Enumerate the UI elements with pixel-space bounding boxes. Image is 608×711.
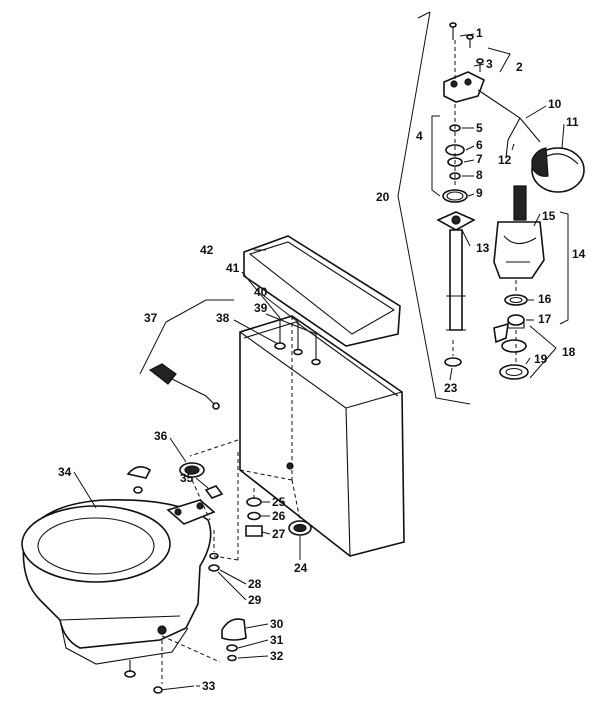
callout-2: 2 [516, 60, 523, 74]
callout-23: 23 [444, 381, 458, 395]
callout-9: 9 [476, 186, 483, 200]
callout-29: 29 [248, 593, 262, 607]
valve-head-part [443, 71, 486, 103]
callout-12: 12 [498, 153, 512, 167]
flush-valve-part [493, 185, 545, 279]
callout-33: 33 [202, 679, 216, 693]
tank-bolt-part [274, 318, 321, 366]
float-ball-part [531, 147, 585, 193]
callout-30: 30 [270, 617, 284, 631]
flapper-part [493, 322, 529, 380]
callout-1: 1 [476, 26, 483, 40]
callout-19: 19 [534, 352, 548, 366]
callout-16: 16 [538, 292, 552, 306]
callout-17: 17 [538, 312, 552, 326]
callout-38: 38 [216, 311, 230, 325]
callout-31: 31 [270, 633, 284, 647]
callout-15: 15 [542, 209, 556, 223]
callout-13: 13 [476, 241, 490, 255]
callout-32: 32 [270, 649, 284, 663]
callout-34: 34 [58, 465, 72, 479]
callout-11: 11 [566, 115, 579, 129]
callout-8: 8 [476, 168, 483, 182]
callout-35: 35 [180, 471, 194, 485]
callout-28: 28 [248, 577, 262, 591]
callout-40: 40 [254, 285, 268, 299]
callout-labels: 1 2 3 4 5 6 7 8 9 10 11 12 13 14 15 16 1… [58, 26, 586, 693]
floor-bolt-part [124, 640, 195, 694]
callout-36: 36 [154, 429, 168, 443]
callout-18: 18 [562, 345, 576, 359]
callout-3: 3 [486, 57, 493, 71]
callout-4: 4 [416, 129, 423, 143]
leader-lines [73, 33, 565, 687]
callout-42: 42 [200, 243, 214, 257]
callout-39: 39 [254, 301, 268, 315]
toilet-bowl-part [21, 499, 216, 665]
callout-25: 25 [272, 495, 286, 509]
fill-valve-assembly-group [397, 11, 585, 405]
fill-valve-body-part [436, 211, 476, 367]
callout-7: 7 [476, 152, 483, 166]
callout-27: 27 [272, 527, 286, 541]
callout-20: 20 [376, 190, 390, 204]
callout-26: 26 [272, 509, 286, 523]
bolt-cap-part [161, 618, 247, 663]
trip-lever-part [139, 299, 234, 410]
callout-5: 5 [476, 121, 483, 135]
seat-hinge-part [126, 462, 224, 499]
callout-6: 6 [476, 138, 483, 152]
callout-24: 24 [294, 561, 308, 575]
callout-10: 10 [548, 97, 562, 111]
toilet-tank-part [239, 315, 405, 557]
callout-14: 14 [572, 247, 586, 261]
flush-valve-washer-part [504, 294, 528, 329]
tank-lid-part [243, 235, 401, 347]
callout-41: 41 [226, 261, 240, 275]
callout-37: 37 [144, 311, 158, 325]
float-arm-part [477, 89, 541, 159]
